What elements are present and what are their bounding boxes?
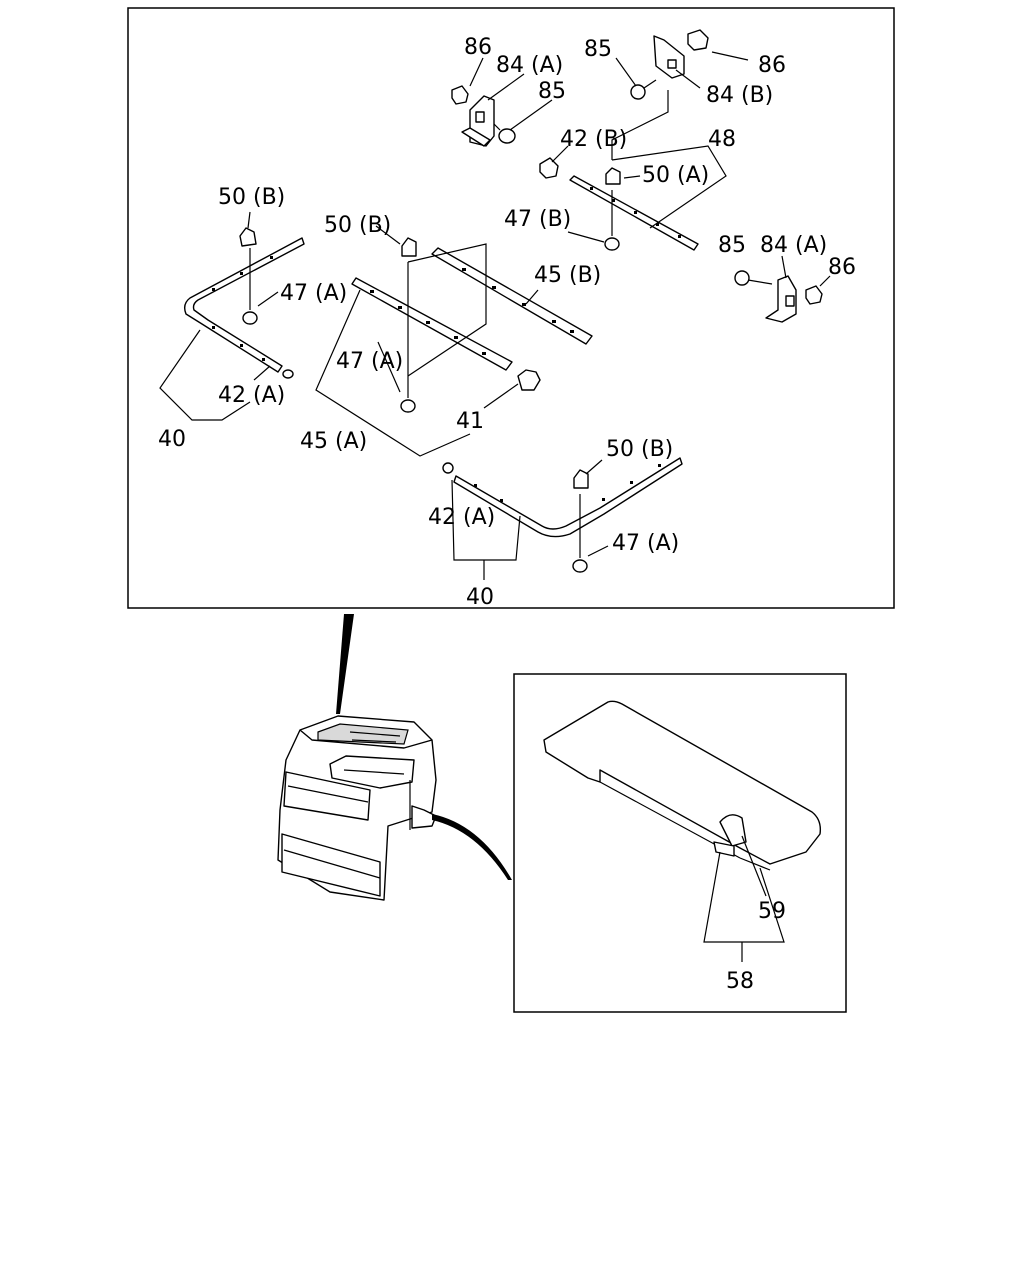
rail-45a [351,277,513,371]
clip-50b-left [239,227,257,247]
clip-42a-right [442,462,454,474]
label-48: 48 [708,127,736,152]
label-50b-middle: 50 (B) [324,213,391,238]
label-47a-right: 47 (A) [612,531,679,556]
clip-50a [605,167,621,185]
fastener-47a-middle [400,262,416,413]
screw-85-right [734,270,773,286]
rail-40-right [453,457,683,538]
label-50b-left: 50 (B) [218,185,285,210]
clip-86-right [805,275,831,305]
label-42b: 42 (B) [560,127,627,152]
label-45b: 45 (B) [534,263,601,288]
label-40-right: 40 [466,585,494,610]
screw-85-top-left [493,123,516,144]
label-84a-top: 84 (A) [496,53,563,78]
label-42a-left: 42 (A) [218,383,285,408]
label-85-top-right: 85 [584,37,612,62]
label-86-top-right: 86 [758,53,786,78]
bracket-84a-right [765,275,797,323]
exploded-view-frame [127,7,895,609]
label-50b-right: 50 (B) [606,437,673,462]
label-40-left: 40 [158,427,186,452]
label-84b: 84 (B) [706,83,773,108]
label-47a-middle: 47 (A) [336,349,403,374]
label-42a-right: 42 (A) [428,505,495,530]
label-58: 58 [726,969,754,994]
grommet-41 [517,369,541,391]
label-85-top-left: 85 [538,79,566,104]
label-86-right: 86 [828,255,856,280]
label-85-right: 85 [718,233,746,258]
fastener-47b [604,190,620,251]
clip-86-top-right [687,29,709,51]
label-86-top-left: 86 [464,35,492,60]
fastener-47a-right [572,494,588,573]
label-45a: 45 (A) [300,429,367,454]
label-50a: 50 (A) [642,163,709,188]
pointer-to-roof [336,614,354,714]
clip-86-top-left [451,85,469,105]
label-47a-left: 47 (A) [280,281,347,306]
label-41: 41 [456,409,484,434]
label-59: 59 [758,899,786,924]
rail-45b [431,247,593,345]
bracket-84a-top [461,95,495,147]
clip-50b-right [573,469,589,489]
detail-inset-frame [513,673,847,1013]
clip-50b-middle [401,237,417,257]
clip-42a-left [282,369,294,379]
label-47b: 47 (B) [504,207,571,232]
bracket-84b [653,35,685,79]
rail-40-left [183,237,305,373]
screw-85-top-right [630,79,657,100]
label-84a-right: 84 (A) [760,233,827,258]
sun-visor [543,700,822,871]
clip-42b [539,157,559,179]
truck-cab [277,715,512,901]
fastener-47a-left [242,248,258,325]
